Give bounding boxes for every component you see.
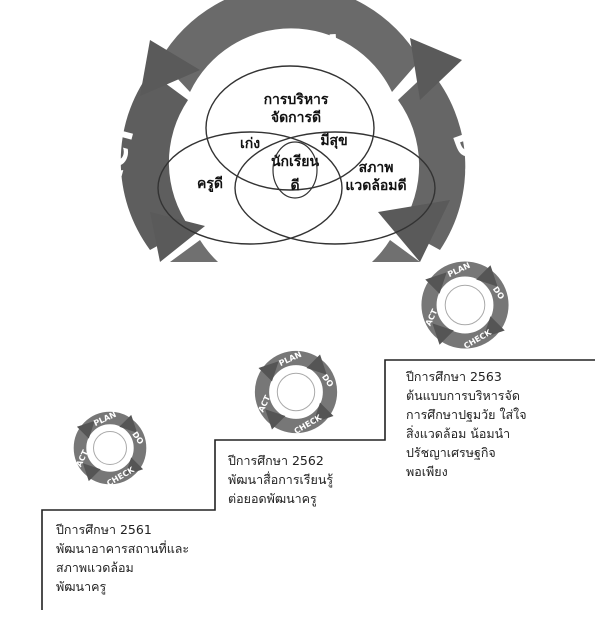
step-2561: ปีการศึกษา 2561 พัฒนาอาคารสถานที่และ สภา… — [56, 520, 189, 596]
step-2561-title: ปีการศึกษา 2561 — [56, 522, 152, 537]
step-2563-line4: ปรัชญาเศรษฐกิจ — [406, 445, 496, 460]
mini-arrowhead — [432, 323, 454, 345]
venn-top-line2: จัดการดี — [271, 110, 321, 126]
venn-center-line2: ดี — [290, 178, 299, 194]
plan-segment — [160, 0, 420, 92]
mini-ring — [73, 411, 147, 485]
mini-arrowhead — [476, 265, 498, 287]
venn-right-line2: แวดล้อมดี — [345, 178, 406, 194]
step-2562-line1: พัฒนาสื่อการเรียนรู้ — [228, 472, 334, 487]
plan-arrowhead — [410, 38, 462, 100]
mini-center — [93, 431, 127, 465]
venn-center-line1: นักเรียน — [271, 154, 320, 170]
mini-arrowhead — [306, 354, 327, 375]
mini-arrowhead — [76, 420, 95, 439]
mini-center — [444, 284, 486, 326]
venn-center-circle — [272, 141, 318, 199]
venn-circle-top — [205, 65, 375, 191]
mini-arrowhead — [483, 316, 505, 338]
mini-ring — [254, 350, 338, 434]
venn-right-line1: สภาพ — [359, 160, 394, 176]
step-2562-title: ปีการศึกษา 2562 — [228, 453, 324, 468]
act-segment — [120, 72, 190, 250]
mini-arrowhead — [258, 361, 279, 382]
step-2563-line5: พอเพียง — [406, 464, 448, 479]
step-2561-line2: สภาพแวดล้อม — [56, 560, 134, 575]
mini-arrowhead — [119, 414, 138, 433]
mini-arrowhead — [125, 457, 144, 476]
mini-arrowhead — [82, 463, 101, 482]
step-2561-line3: พัฒนาครู — [56, 579, 107, 594]
venn-circle-right — [234, 131, 436, 245]
mini-arrowhead — [313, 402, 334, 423]
venn-top-left: เก่ง — [240, 136, 260, 152]
big-cycle: PLAN DO ACT CHECK — [88, 0, 501, 277]
step-2563: ปีการศึกษา 2563 ต้นแบบการบริหารจัด การศึ… — [406, 367, 527, 481]
check-label: CHECK — [238, 242, 353, 277]
check-segment — [170, 240, 420, 262]
venn-left: ครูดี — [197, 176, 223, 192]
do-segment — [398, 70, 466, 250]
step-2561-line1: พัฒนาอาคารสถานที่และ — [56, 541, 190, 556]
step-2562: ปีการศึกษา 2562 พัฒนาสื่อการเรียนรู้ ต่อ… — [228, 451, 333, 508]
step-2563-title: ปีการศึกษา 2563 — [406, 369, 502, 384]
check-arrowhead — [150, 212, 205, 262]
act-arrowhead — [140, 40, 200, 96]
mini-center — [276, 372, 316, 412]
mini-arrowhead — [425, 272, 447, 294]
do-arrowhead — [378, 200, 450, 262]
mini-ring — [421, 261, 509, 349]
venn-top-right: มีสุข — [320, 133, 347, 149]
staircase-line — [41, 359, 595, 610]
step-2563-line1: ต้นแบบการบริหารจัด — [406, 388, 520, 403]
step-2563-line3: สิ่งแวดล้อม น้อมนำ — [406, 426, 511, 441]
venn-top-line1: การบริหาร — [264, 92, 329, 108]
venn-circle-left — [157, 131, 343, 245]
step-2563-line2: การศึกษาปฐมวัย ใส่ใจ — [406, 407, 527, 422]
mini-arrowhead — [265, 409, 286, 430]
step-2562-line2: ต่อยอดพัฒนาครู — [228, 491, 317, 506]
